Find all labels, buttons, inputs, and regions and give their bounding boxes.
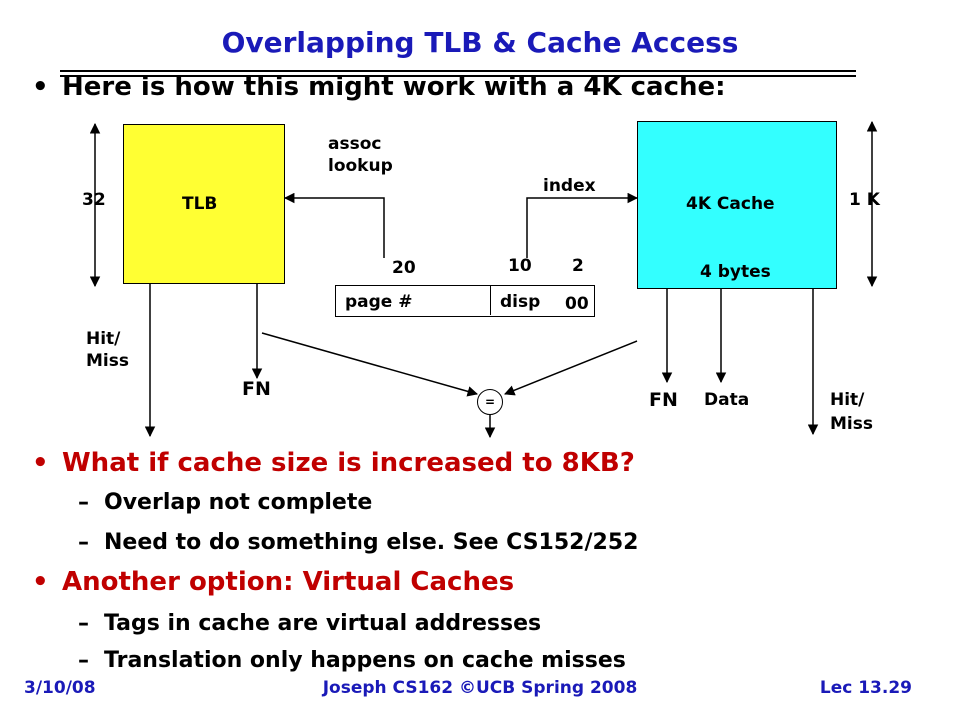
cache-label: 4K Cache	[686, 194, 775, 214]
tlb-hit-label: Hit/	[86, 329, 121, 349]
bullet-2-sub-1: Overlap not complete	[104, 490, 373, 515]
page-disp-divider	[490, 285, 491, 315]
bullet-3-sub-2: Translation only happens on cache misses	[104, 648, 626, 673]
bullet-marker: •	[32, 72, 49, 102]
slide-title: Overlapping TLB & Cache Access	[221, 26, 739, 59]
comparator-circle: =	[477, 389, 503, 415]
bullet-1-text: Here is how this might work with a 4K ca…	[62, 72, 726, 102]
assoc-lookup-arrow	[283, 192, 385, 258]
footer-lecture: Lec 13.29	[819, 678, 912, 698]
bullet-3-text: Another option: Virtual Caches	[62, 567, 515, 597]
page-bits-label: 20	[392, 258, 416, 278]
tlb-fn-to-compare-arrow	[261, 332, 479, 397]
cache-miss-label: Miss	[830, 414, 873, 434]
cache-height-label: 1 K	[849, 190, 880, 210]
cache-fn-label: FN	[649, 389, 678, 411]
offset-field: 00	[565, 294, 589, 314]
tlb-label: TLB	[182, 194, 218, 214]
tlb-fn-label: FN	[242, 378, 271, 400]
bullet-marker: •	[32, 567, 49, 597]
dash-marker: –	[78, 611, 89, 636]
title-rule-top	[60, 70, 856, 72]
virtual-address-register	[335, 285, 595, 317]
page-number-field: page #	[345, 292, 413, 312]
disp-field: disp	[500, 292, 541, 312]
bullet-marker: •	[32, 448, 49, 478]
footer-date: 3/10/08	[24, 678, 96, 698]
title-rule-bottom	[60, 75, 856, 77]
cache-hit-label: Hit/	[830, 390, 865, 410]
cache-data-label: Data	[704, 390, 750, 410]
cache-fn-to-compare-arrow	[504, 340, 638, 396]
index-label: index	[543, 176, 596, 196]
bullet-3-sub-1: Tags in cache are virtual addresses	[104, 611, 542, 636]
index-bits-label: 10	[508, 256, 532, 276]
lookup-label: lookup	[328, 156, 393, 176]
tlb-box	[123, 124, 285, 284]
assoc-label: assoc	[328, 134, 382, 154]
index-arrow	[526, 192, 639, 258]
bullet-2-text: What if cache size is increased to 8KB?	[62, 448, 635, 478]
dash-marker: –	[78, 530, 89, 555]
tlb-miss-label: Miss	[86, 351, 129, 371]
dash-marker: –	[78, 648, 89, 673]
cache-box	[637, 121, 837, 289]
dash-marker: –	[78, 490, 89, 515]
offset-bits-label: 2	[572, 256, 584, 276]
bullet-2-sub-2: Need to do something else. See CS152/252	[104, 530, 639, 555]
tlb-height-label: 32	[82, 190, 106, 210]
footer-course: Joseph CS162 ©UCB Spring 2008	[322, 678, 638, 698]
cache-width-label: 4 bytes	[698, 262, 773, 282]
